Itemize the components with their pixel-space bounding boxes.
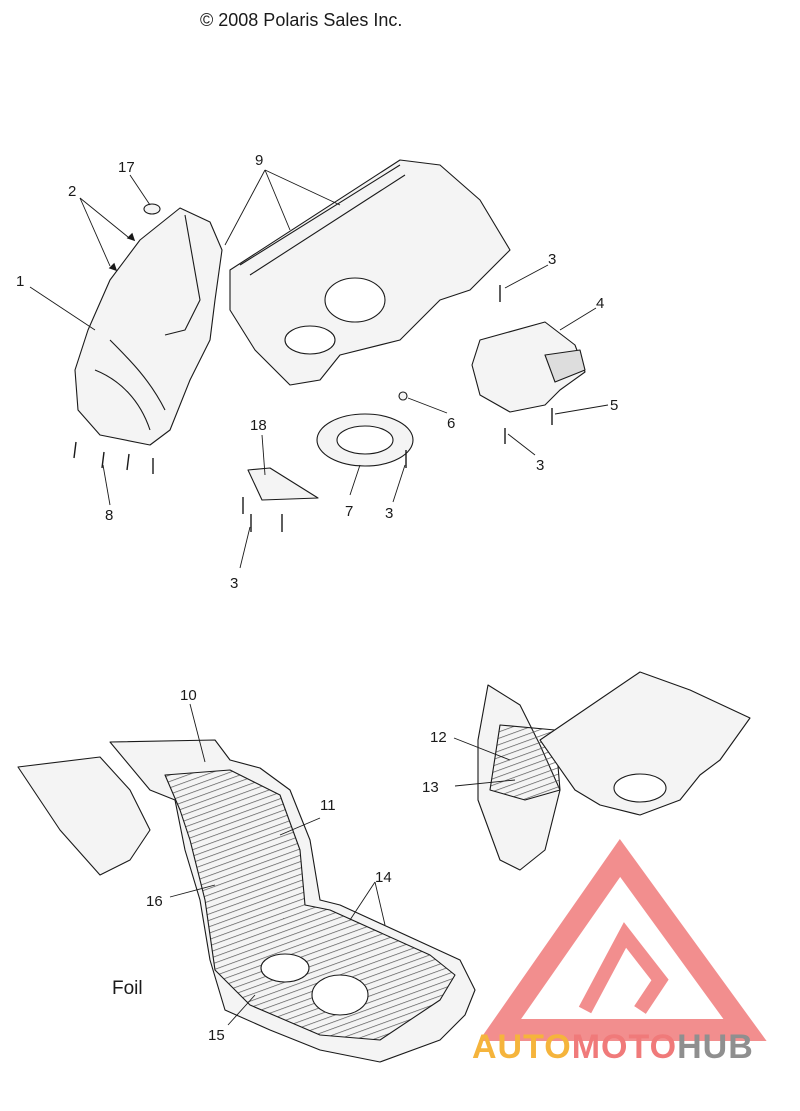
logo-inner-mark-icon	[578, 922, 669, 1014]
logo-text-hub: HUB	[677, 1028, 754, 1066]
logo-text-auto: AUTO	[472, 1028, 572, 1066]
callout-11: 11	[320, 797, 336, 814]
foil-label: Foil	[112, 978, 143, 999]
callout-10: 10	[180, 687, 197, 704]
part-6-washer	[398, 391, 408, 401]
callout-3-right: 3	[536, 457, 544, 474]
detail-assembly	[477, 671, 751, 871]
callout-9: 9	[255, 152, 263, 169]
callout-3-center: 3	[385, 505, 393, 522]
part-4-cover	[471, 321, 586, 413]
callout-8: 8	[105, 507, 113, 524]
part-18-bracket	[247, 467, 319, 501]
copyright-text: © 2008 Polaris Sales Inc.	[200, 10, 403, 30]
callout-1: 1	[16, 273, 24, 290]
fastener-group	[73, 232, 553, 532]
part-7-gasket-ring	[316, 413, 414, 467]
part-9-floor-panel	[229, 159, 511, 386]
callout-14: 14	[375, 869, 392, 886]
part-1-fender	[74, 207, 223, 446]
foil-assembly	[17, 739, 476, 1063]
callout-17: 17	[118, 159, 135, 176]
callout-2: 2	[68, 183, 76, 200]
callout-12: 12	[430, 729, 447, 746]
callout-4: 4	[596, 295, 604, 312]
callout-13: 13	[422, 779, 439, 796]
callout-6: 6	[447, 415, 455, 432]
svg-text:AUTOMOTOHUB: AUTOMOTOHUB	[472, 1028, 754, 1066]
callout-5: 5	[610, 397, 618, 414]
automotohub-logo: AUTOMOTOHUB	[472, 839, 767, 1066]
callout-7: 7	[345, 503, 353, 520]
logo-triangle-icon	[478, 839, 767, 1041]
callout-3-bottom: 3	[230, 575, 238, 592]
callout-15: 15	[208, 1027, 225, 1044]
leader-lines	[29, 169, 609, 1026]
callout-3-top-right: 3	[548, 251, 556, 268]
part-17-ring	[143, 203, 161, 215]
callout-16: 16	[146, 893, 163, 910]
logo-text-moto: MOTO	[572, 1028, 677, 1066]
callout-18: 18	[250, 417, 267, 434]
